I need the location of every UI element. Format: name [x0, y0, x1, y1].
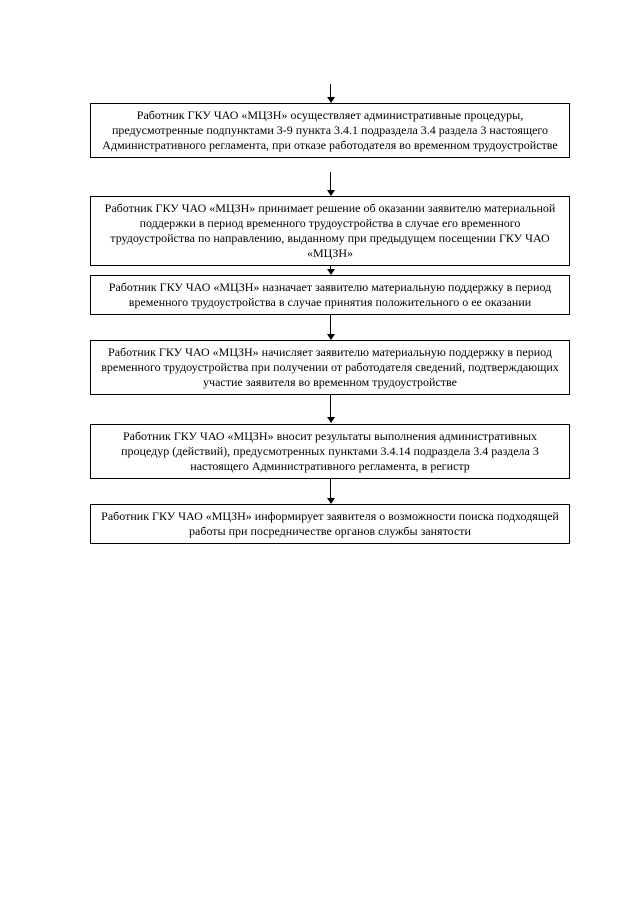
- flow-step-4: Работник ГКУ ЧАО «МЦЗН» начисляет заявит…: [90, 340, 570, 395]
- flow-step-6: Работник ГКУ ЧАО «МЦЗН» информирует заяв…: [90, 504, 570, 544]
- arrow-shaft: [330, 315, 331, 335]
- flow-arrow-down-icon: [327, 172, 335, 196]
- arrow-shaft: [330, 265, 331, 270]
- arrow-head-icon: [327, 498, 335, 504]
- flow-arrow-down-icon: [327, 479, 335, 504]
- flow-arrow-down-icon: [327, 265, 335, 275]
- flow-arrow-down-icon: [327, 315, 335, 340]
- flow-arrow-down-icon: [327, 84, 335, 103]
- flow-step-1: Работник ГКУ ЧАО «МЦЗН» осуществляет адм…: [90, 103, 570, 158]
- arrow-shaft: [330, 172, 331, 191]
- arrow-head-icon: [327, 97, 335, 103]
- arrow-shaft: [330, 479, 331, 499]
- arrow-head-icon: [327, 417, 335, 423]
- arrow-head-icon: [327, 190, 335, 196]
- arrow-head-icon: [327, 334, 335, 340]
- flow-step-3: Работник ГКУ ЧАО «МЦЗН» назначает заявит…: [90, 275, 570, 315]
- arrow-shaft: [330, 84, 331, 98]
- arrow-head-icon: [327, 269, 335, 275]
- flow-step-2: Работник ГКУ ЧАО «МЦЗН» принимает решени…: [90, 196, 570, 266]
- flow-arrow-down-icon: [327, 395, 335, 423]
- arrow-shaft: [330, 395, 331, 418]
- flow-step-5: Работник ГКУ ЧАО «МЦЗН» вносит результат…: [90, 424, 570, 479]
